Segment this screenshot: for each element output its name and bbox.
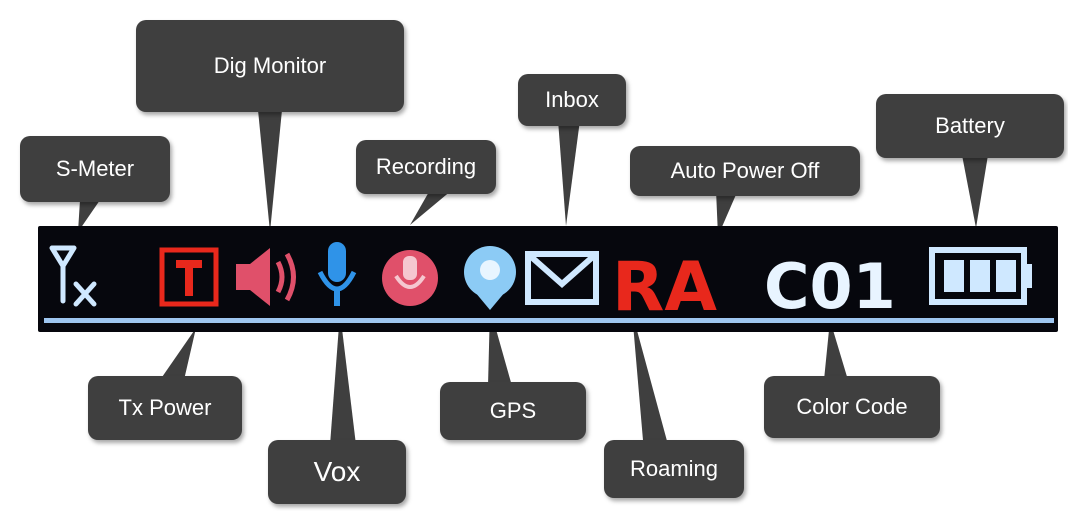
speaker-icon [236, 248, 296, 306]
inbox-pointer [558, 120, 580, 226]
vox-label: Vox [313, 456, 361, 487]
auto-power-off-callout: Auto Power Off [630, 146, 860, 196]
vox-callout: Vox [268, 440, 406, 504]
vox-pointer [330, 312, 356, 445]
roaming-pointer [632, 312, 670, 452]
s-meter-pointer [78, 200, 100, 232]
dig-monitor-label: Dig Monitor [213, 53, 327, 78]
s-meter-callout: S-Meter [20, 136, 170, 202]
dig-monitor-callout: Dig Monitor [136, 20, 404, 112]
display-underline [44, 318, 1054, 323]
signal-antenna-icon [49, 245, 97, 307]
color-code-label: Color Code [796, 394, 908, 419]
battery-pointer [962, 155, 988, 228]
recording-label: Recording [375, 154, 477, 179]
roaming-label: Roaming [629, 456, 719, 481]
inbox-label: Inbox [545, 87, 599, 112]
s-meter-label: S-Meter [55, 156, 135, 181]
roaming-indicator: RA [612, 248, 717, 327]
color-code-indicator: C01 [764, 250, 896, 323]
status-icons: RA C01 [44, 242, 1054, 327]
microphone-icon [317, 242, 357, 306]
recording-icon [382, 250, 438, 306]
dig-monitor-pointer [258, 110, 282, 232]
gps-location-icon [464, 246, 516, 310]
radio-status-display: RA C01 [38, 226, 1058, 332]
battery-icon [929, 247, 1032, 305]
auto-power-off-label: Auto Power Off [670, 158, 820, 183]
auto-power-off-pointer [716, 190, 738, 236]
envelope-icon [525, 251, 599, 305]
inbox-callout: Inbox [518, 74, 626, 126]
roaming-callout: Roaming [604, 440, 744, 498]
color-code-callout: Color Code [764, 376, 940, 438]
battery-label: Battery [935, 113, 1005, 138]
recording-pointer [410, 190, 452, 225]
tx-power-pointer [160, 328, 196, 380]
gps-label: GPS [489, 398, 537, 423]
tx-power-callout: Tx Power [88, 376, 242, 440]
gps-callout: GPS [440, 382, 586, 440]
recording-callout: Recording [356, 140, 496, 194]
tx-power-label: Tx Power [118, 395, 212, 420]
battery-callout: Battery [876, 94, 1064, 158]
color-code-pointer [824, 320, 848, 380]
tx-power-t-icon [159, 247, 219, 307]
